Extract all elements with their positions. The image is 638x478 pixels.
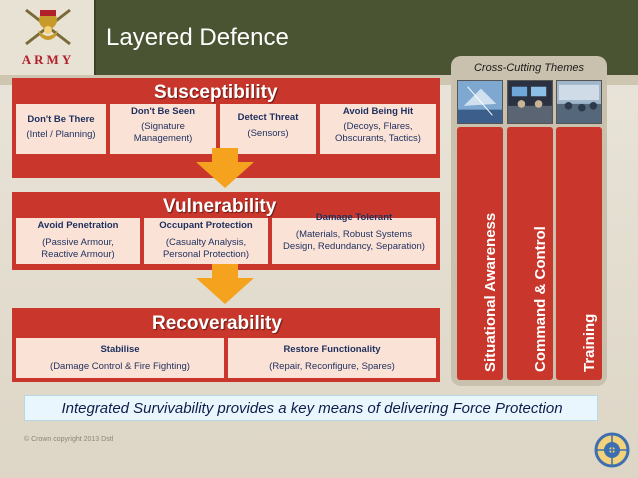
command-control-photo bbox=[507, 80, 553, 124]
army-crest-icon bbox=[25, 8, 71, 46]
cell-detail: (Decoys, Flares, Obscurants, Tactics) bbox=[335, 121, 421, 144]
cell-occupant-protection: Occupant Protection (Casualty Analysis, … bbox=[144, 218, 268, 264]
cell-stabilise: Stabilise (Damage Control & Fire Fightin… bbox=[16, 338, 224, 378]
recoverability-title: Recoverability bbox=[152, 313, 282, 334]
dstl-badge-icon bbox=[594, 432, 630, 468]
cell-avoid-being-hit: Avoid Being Hit (Decoys, Flares, Obscura… bbox=[320, 104, 436, 154]
pillar-situational-awareness: Situational Awareness bbox=[457, 127, 503, 380]
flow-arrow-1-shaft bbox=[212, 148, 238, 166]
cell-heading: Avoid Being Hit bbox=[342, 106, 414, 117]
cell-heading: Don't Be Seen bbox=[130, 106, 196, 117]
pillar-label: Situational Awareness bbox=[482, 212, 499, 372]
cell-heading: Restore Functionality bbox=[283, 344, 381, 355]
summary-text: Integrated Survivability provides a key … bbox=[61, 400, 563, 417]
flow-arrow-down-icon bbox=[196, 278, 254, 304]
cell-damage-tolerant: Damage Tolerant (Materials, Robust Syste… bbox=[272, 212, 436, 264]
cell-detail: (Passive Armour, Reactive Armour) bbox=[41, 237, 115, 260]
cell-detail: (Materials, Robust Systems Design, Redun… bbox=[283, 229, 425, 252]
flow-arrow-2-shaft bbox=[212, 264, 238, 282]
cell-detail: (Damage Control & Fire Fighting) bbox=[50, 361, 190, 372]
vulnerability-title: Vulnerability bbox=[163, 196, 277, 217]
army-logo: ARMY bbox=[0, 0, 96, 75]
flow-arrow-down-icon bbox=[196, 162, 254, 188]
cell-heading: Stabilise bbox=[100, 344, 140, 355]
situational-awareness-photo bbox=[457, 80, 503, 124]
cell-avoid-penetration: Avoid Penetration (Passive Armour, React… bbox=[16, 218, 140, 264]
cell-detect-threat: Detect Threat (Sensors) bbox=[220, 104, 316, 154]
cell-dont-be-seen: Don't Be Seen (Signature Management) bbox=[110, 104, 216, 154]
copyright-notice: © Crown copyright 2013 Dstl bbox=[24, 436, 114, 443]
page-title: Layered Defence bbox=[106, 24, 289, 51]
cell-heading: Don't Be There bbox=[27, 114, 95, 125]
cell-restore-functionality: Restore Functionality (Repair, Reconfigu… bbox=[228, 338, 436, 378]
cell-detail: (Casualty Analysis, Personal Protection) bbox=[162, 237, 250, 260]
pillar-training: Training bbox=[556, 127, 602, 380]
cell-dont-be-there: Don't Be There (Intel / Planning) bbox=[16, 104, 106, 154]
cell-heading: Occupant Protection bbox=[159, 220, 253, 231]
cell-heading: Detect Threat bbox=[237, 112, 299, 123]
pillar-command-control: Command & Control bbox=[507, 127, 553, 380]
army-logo-text: ARMY bbox=[21, 52, 75, 67]
cell-detail: (Sensors) bbox=[247, 128, 289, 139]
susceptibility-title: Susceptibility bbox=[154, 82, 278, 103]
cell-heading: Damage Tolerant bbox=[315, 212, 393, 223]
pillar-label: Training bbox=[581, 313, 598, 372]
cell-detail: (Intel / Planning) bbox=[26, 129, 96, 140]
themes-label: Cross-Cutting Themes bbox=[473, 62, 585, 74]
training-photo bbox=[556, 80, 602, 124]
cell-detail: (Signature Management) bbox=[133, 121, 193, 144]
cell-heading: Avoid Penetration bbox=[37, 220, 119, 231]
pillar-label: Command & Control bbox=[532, 226, 549, 372]
summary-banner: Integrated Survivability provides a key … bbox=[24, 395, 598, 421]
cell-detail: (Repair, Reconfigure, Spares) bbox=[269, 361, 395, 372]
